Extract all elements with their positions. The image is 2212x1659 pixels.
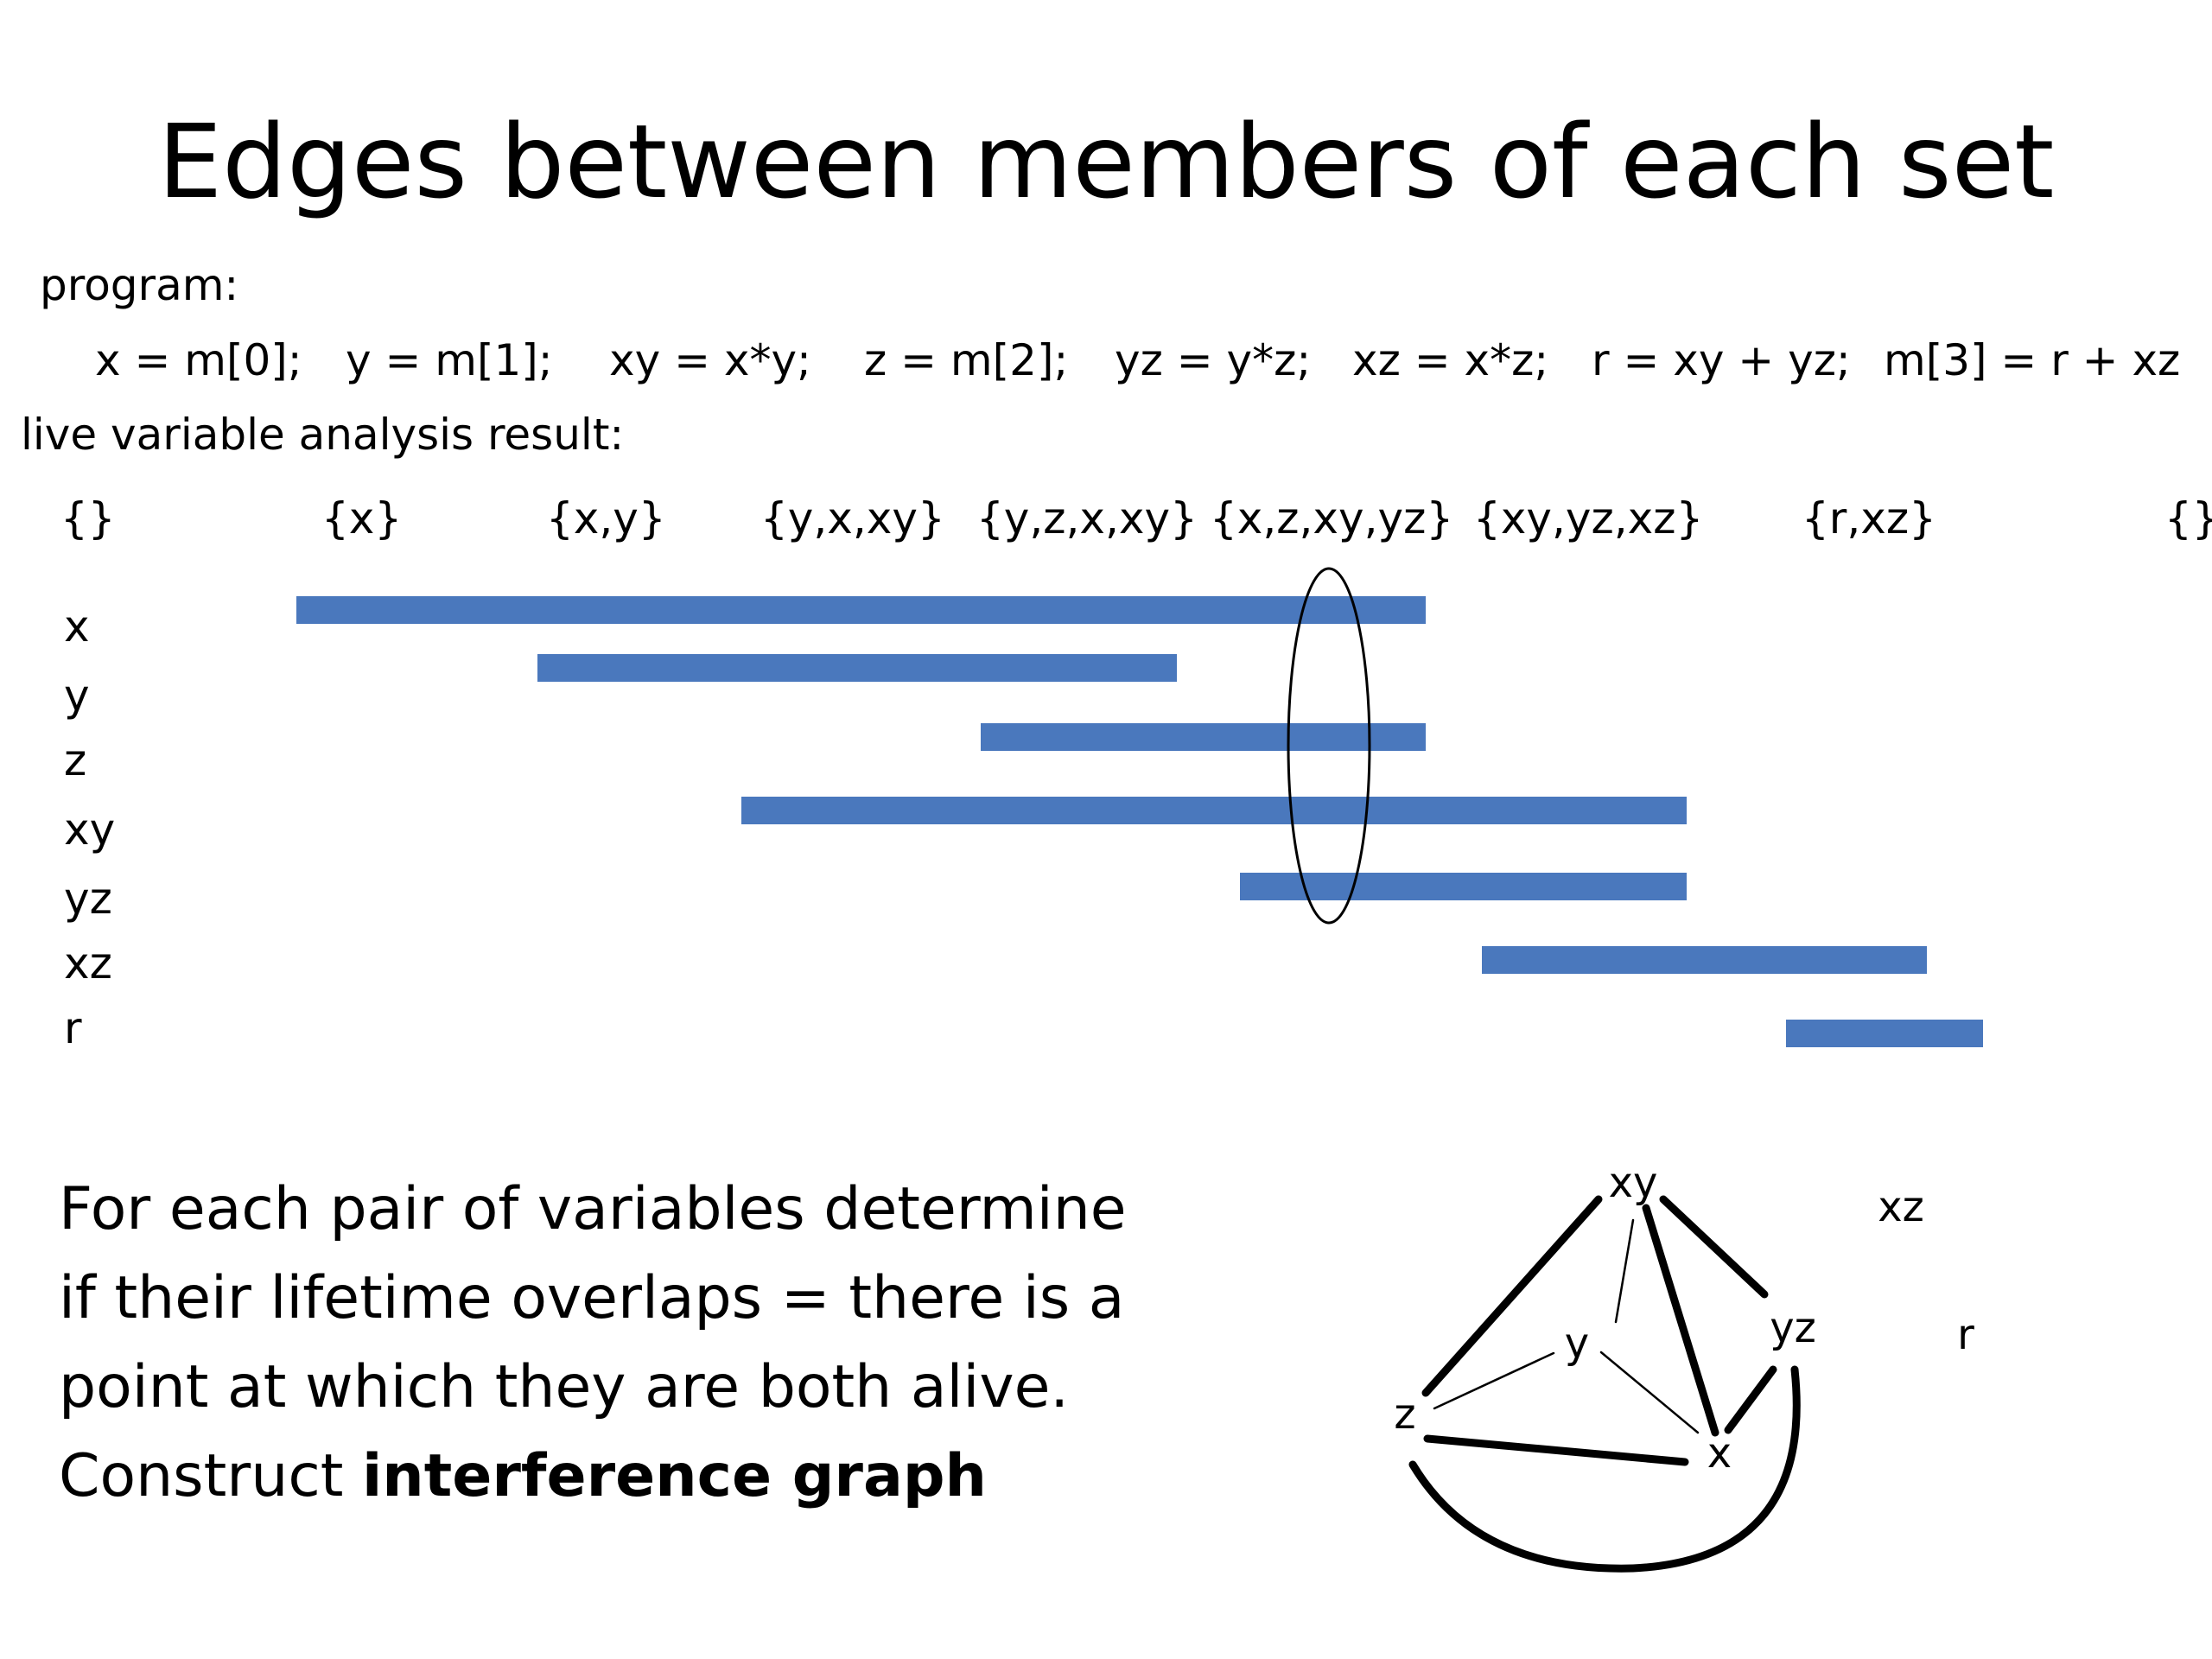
description-line-3: point at which they are both alive. — [59, 1353, 1070, 1421]
description-line-4: Construct interference graph — [59, 1432, 1355, 1521]
graph-edge — [1659, 1195, 1769, 1299]
variable-label: y — [64, 671, 90, 721]
graph-edge — [1614, 1218, 1635, 1324]
program-statement: m[3] = r + xz — [1884, 335, 2181, 385]
program-statement: r = xy + yz; — [1592, 335, 1851, 385]
live-set: {x,y} — [546, 493, 666, 543]
graph-node-label: xz — [1878, 1183, 1924, 1231]
description-line-1: For each pair of variables determine — [59, 1175, 1127, 1243]
graph-edge — [1642, 1204, 1719, 1437]
graph-edge — [1724, 1365, 1777, 1434]
live-set: {xy,yz,xz} — [1473, 493, 1704, 543]
graph-edge — [1599, 1351, 1700, 1434]
variable-label: xz — [64, 938, 112, 988]
live-set: {} — [60, 493, 116, 543]
graph-node-label: y — [1565, 1319, 1589, 1368]
graph-edge — [1421, 1195, 1603, 1397]
lifetime-bar — [741, 797, 1687, 824]
program-statement: x = m[0]; — [95, 335, 302, 385]
live-set: {r,xz} — [1802, 493, 1936, 543]
live-set: {x,z,xy,yz} — [1210, 493, 1454, 543]
program-statement: y = m[1]; — [346, 335, 553, 385]
variable-label: z — [64, 735, 87, 785]
program-label: program: — [40, 260, 239, 310]
variable-label: r — [64, 1003, 82, 1053]
interference-graph-term: interference graph — [362, 1442, 987, 1510]
program-statement: yz = y*z; — [1115, 335, 1312, 385]
lifetime-bar — [1786, 1020, 1983, 1047]
lifetime-bar — [296, 596, 1426, 624]
lifetime-bar — [1482, 946, 1927, 974]
graph-node-label: yz — [1770, 1304, 1816, 1352]
graph-node-label: z — [1394, 1390, 1415, 1439]
graph-edge — [1433, 1351, 1555, 1410]
graph-node-label: r — [1957, 1311, 1974, 1359]
variable-label: x — [64, 601, 90, 652]
program-statement: z = m[2]; — [864, 335, 1069, 385]
variable-label: yz — [64, 874, 112, 924]
variable-label: xy — [64, 804, 116, 855]
live-set: {y,z,x,xy} — [976, 493, 1198, 543]
description-line-4-prefix: Construct — [59, 1442, 362, 1510]
lifetime-bar — [1240, 873, 1687, 900]
live-analysis-label: live variable analysis result: — [21, 410, 625, 460]
program-statement: xz = x*z; — [1352, 335, 1549, 385]
slide-title: Edges between members of each set — [157, 102, 2055, 221]
live-set: {y,x,xy} — [760, 493, 945, 543]
lifetime-bar — [537, 654, 1177, 682]
highlight-ellipse — [1287, 567, 1371, 925]
graph-node-label: x — [1707, 1429, 1732, 1478]
description-line-2: if their lifetime overlaps = there is a — [59, 1264, 1125, 1332]
live-set: {} — [2164, 493, 2212, 543]
live-set: {x} — [321, 493, 403, 543]
graph-edge — [1423, 1434, 1689, 1466]
graph-edge — [1408, 1365, 1801, 1573]
interference-graph: xy y yz z x xz r — [1394, 1159, 1974, 1573]
program-statement: xy = x*y; — [609, 335, 811, 385]
lifetime-bar — [981, 723, 1426, 751]
description-text: For each pair of variables determine if … — [59, 1165, 1355, 1521]
graph-node-label: xy — [1609, 1159, 1658, 1207]
